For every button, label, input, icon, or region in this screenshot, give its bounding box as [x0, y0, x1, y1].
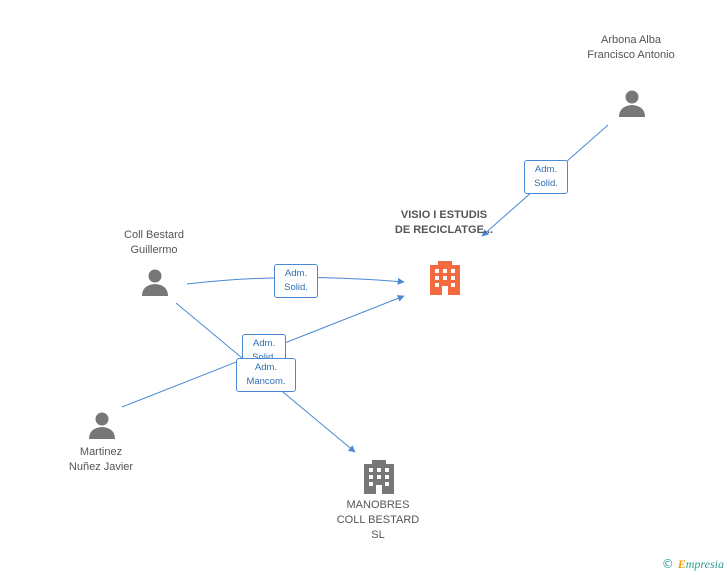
person-icon-coll[interactable] — [142, 269, 168, 297]
edge-label-line1: Adm. — [252, 338, 276, 349]
edge-label-line2: Solid. — [247, 351, 281, 365]
node-label-coll[interactable]: Coll Bestard Guillermo — [124, 229, 184, 256]
building-icon-manobres[interactable] — [364, 460, 394, 494]
empresia-logo: ©Empresia — [662, 557, 724, 572]
node-label-martinez[interactable]: Martinez Nuñez Javier — [68, 446, 134, 473]
edge-label-line2: Mancom. — [246, 376, 286, 387]
edge-label-line2: Solid. — [534, 178, 558, 189]
edge-label-arbona-visio[interactable]: Adm. Solid. — [524, 160, 568, 194]
edge-label-line2: Solid. — [284, 282, 308, 293]
node-label-visio[interactable]: VISIO I ESTUDIS DE RECICLATGE... — [394, 209, 494, 236]
node-label-manobres[interactable]: MANOBRES COLL BESTARD SL — [336, 499, 420, 541]
brand-name: mpresia — [685, 557, 724, 571]
edge-label-coll-visio[interactable]: Adm. Solid. — [274, 264, 318, 298]
building-icon-visio[interactable] — [430, 261, 460, 295]
brand-initial: E — [677, 557, 686, 571]
edge-label-martinez-visio[interactable]: Adm. Mancom. — [236, 358, 296, 392]
node-label-arbona[interactable]: Arbona Alba Francisco Antonio — [587, 34, 675, 61]
edge-label-line1: Adm. — [284, 268, 308, 279]
edge-label-line1: Adm. — [534, 164, 558, 175]
copyright-symbol: © — [661, 557, 674, 571]
person-icon-martinez[interactable] — [89, 412, 115, 440]
edge-label-line1: Adm. — [254, 362, 278, 373]
person-icon-arbona[interactable] — [619, 90, 645, 118]
